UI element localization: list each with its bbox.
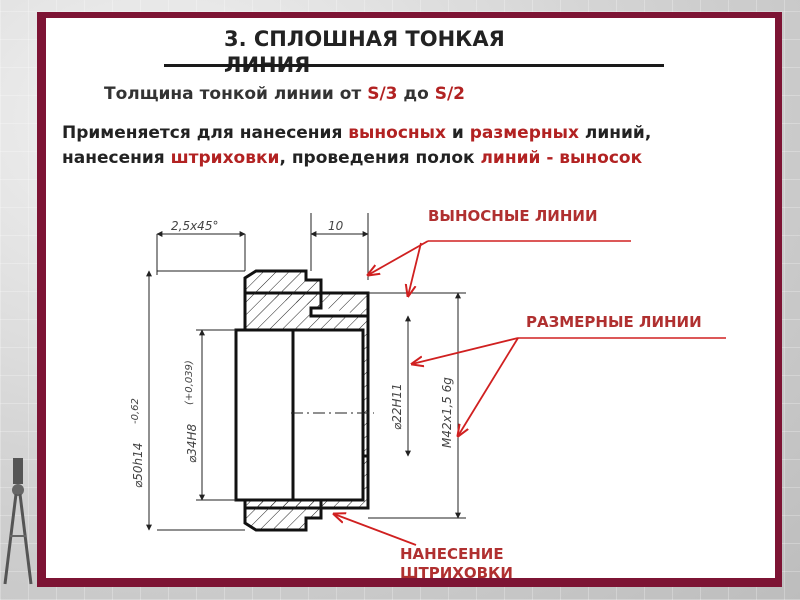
para-highlight-leader: линий - выносок	[480, 148, 643, 168]
subtitle-to: S/2	[434, 84, 466, 104]
width-dimension: 10	[328, 219, 344, 233]
para-highlight-dimension: размерных	[469, 123, 579, 143]
slide-panel: 3. СПЛОШНАЯ ТОНКАЯ ЛИНИЯ Толщина тонкой …	[46, 18, 775, 578]
para-text-2: и	[446, 123, 470, 143]
label-hatching-1: НАНЕСЕНИЕ	[400, 545, 504, 563]
part-section	[234, 269, 374, 532]
d50-dimension: ⌀50h14	[131, 443, 145, 488]
d22-dimension: ⌀22H11	[390, 383, 404, 430]
d34-dimension: ⌀34H8	[185, 423, 199, 463]
label-hatching-2: ШТРИХОВКИ	[400, 564, 513, 578]
line-thickness-subtitle: Толщина тонкой линии от S/3 до S/2	[104, 84, 465, 104]
d50-tolerance: -0,62	[130, 398, 141, 424]
para-highlight-hatching: штриховки	[170, 148, 280, 168]
para-text-1: Применяется для нанесения	[62, 123, 349, 143]
dimension-lines	[146, 231, 461, 531]
para-text-3: линий, нанесения	[62, 123, 652, 168]
title-underline	[164, 64, 664, 67]
chamfer-dimension: 2,5х45°	[171, 219, 218, 233]
extension-lines	[156, 213, 466, 531]
para-text-4: , проведения полок	[279, 148, 481, 168]
subtitle-prefix: Толщина тонкой линии от	[104, 84, 368, 104]
label-extension-lines: ВЫНОСНЫЕ ЛИНИИ	[428, 207, 598, 225]
para-highlight-extension: выносных	[348, 123, 447, 143]
thread-dimension: M42x1,5 6g	[440, 377, 454, 448]
subtitle-from: S/3	[367, 84, 398, 104]
d34-tolerance: (+0,039)	[184, 360, 195, 405]
technical-drawing: 2,5х45° 10 ⌀50h14 -0,62 ⌀34H8 (+0,039) ⌀…	[130, 207, 726, 578]
usage-paragraph: Применяется для нанесения выносных и раз…	[62, 121, 712, 171]
annotation-arrows	[334, 240, 519, 546]
compass-icon	[3, 458, 33, 585]
subtitle-middle: до	[397, 84, 435, 104]
label-dimension-lines: РАЗМЕРНЫЕ ЛИНИИ	[526, 313, 702, 331]
